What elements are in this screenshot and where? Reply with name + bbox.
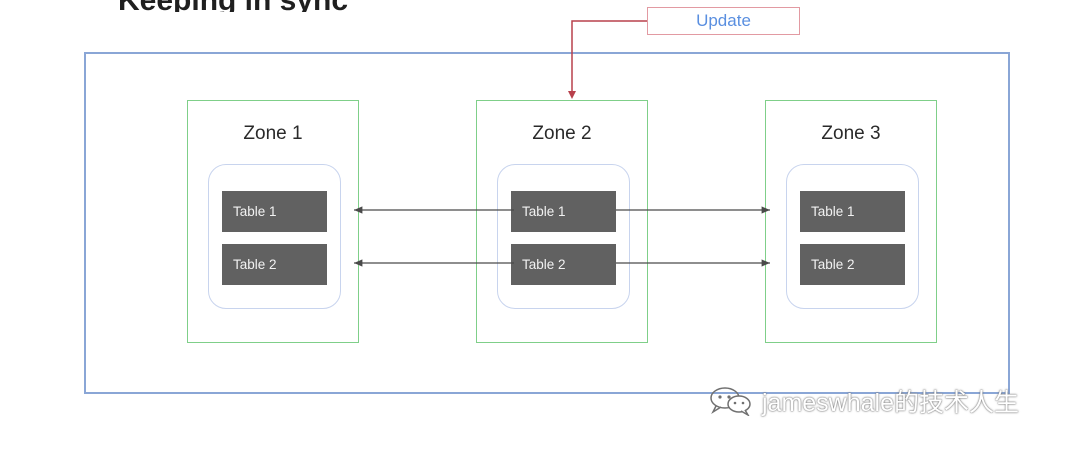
- zone-1-table-1: Table 1: [222, 191, 327, 232]
- zone-3-title: Zone 3: [821, 123, 881, 144]
- zone-1: Zone 1 Table 1 Table 2: [187, 100, 359, 343]
- watermark: jameswhale的技术人生: [708, 383, 1019, 419]
- update-connector-line: [571, 20, 647, 97]
- zone-1-table-group: Table 1 Table 2: [208, 164, 341, 309]
- region-frame: [84, 52, 1010, 394]
- diagram-title-fragment: Keeping in sync: [118, 0, 448, 12]
- zone-1-title: Zone 1: [243, 123, 303, 144]
- zone-1-table-2: Table 2: [222, 244, 327, 285]
- wechat-icon: [708, 386, 756, 418]
- zone-2-title: Zone 2: [532, 123, 592, 144]
- zone-2-table-group: Table 1 Table 2: [497, 164, 630, 309]
- update-label: Update: [696, 11, 751, 30]
- zone-2: Zone 2 Table 1 Table 2: [476, 100, 648, 343]
- update-connector-arrowhead: [568, 91, 576, 99]
- update-label-box: Update: [647, 7, 800, 35]
- zone-2-table-1: Table 1: [511, 191, 616, 232]
- zone-3: Zone 3 Table 1 Table 2: [765, 100, 937, 343]
- zone-3-table-2: Table 2: [800, 244, 905, 285]
- zone-2-table-2: Table 2: [511, 244, 616, 285]
- zone-3-table-1: Table 1: [800, 191, 905, 232]
- watermark-text: jameswhale的技术人生: [762, 389, 1020, 417]
- zone-3-table-group: Table 1 Table 2: [786, 164, 919, 309]
